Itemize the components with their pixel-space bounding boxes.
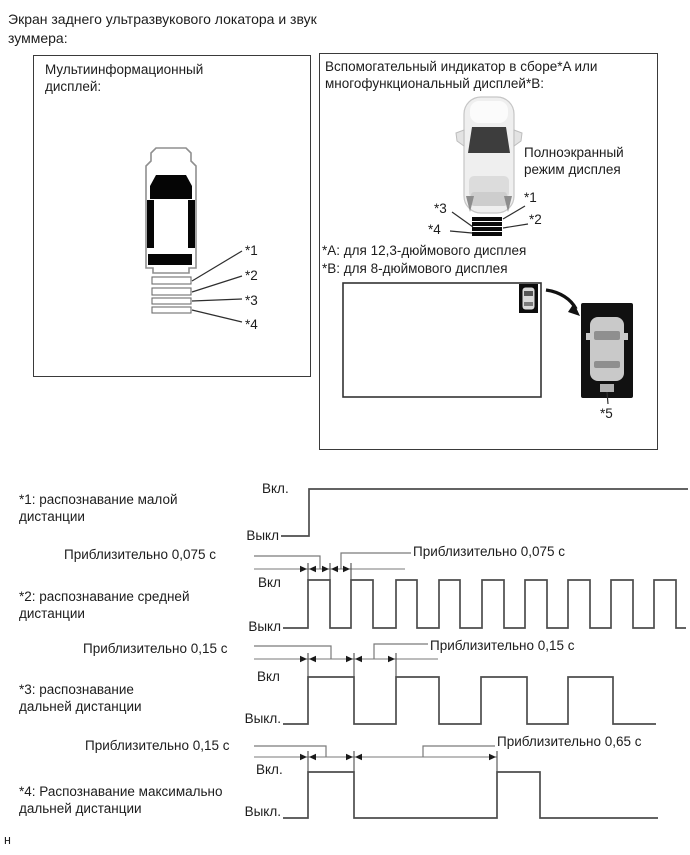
dimension-lines-1	[254, 552, 411, 580]
left-panel-box	[33, 55, 311, 377]
display-screen-frame	[342, 282, 542, 398]
timing-waveforms	[254, 488, 688, 819]
footnote-b: *B: для 8-дюймового дисплея	[322, 261, 508, 276]
annotation3-right: Приблизительно 0,65 с	[497, 734, 642, 749]
right-panel-box	[319, 53, 658, 450]
row4-on-label: Вкл.	[256, 762, 283, 777]
footer-character: н	[4, 833, 11, 847]
waveform-row1	[281, 488, 688, 537]
annotation1-left: Приблизительно 0,075 с	[64, 547, 217, 562]
row4-off-label: Выкл.	[244, 804, 281, 819]
timing-row1-label: *1: распознавание малой дистанции	[19, 492, 178, 524]
row2-on-label: Вкл	[258, 575, 281, 590]
car-rear-view-image	[455, 96, 523, 214]
callout-label-r4: *4	[428, 222, 441, 237]
callout-label-1: *1	[245, 243, 258, 258]
callout-label-r3: *3	[434, 201, 447, 216]
row3-off-label: Выкл.	[244, 711, 281, 726]
right-panel-title: Вспомогательный индикатор в сборе*A или …	[325, 59, 598, 91]
row3-on-label: Вкл	[257, 669, 280, 684]
timing-row4-label: *4: Распознавание максимально дальней ди…	[19, 784, 223, 816]
callout-label-r2: *2	[529, 212, 542, 227]
zoomed-indicator-view	[581, 303, 633, 405]
page-title: Экран заднего ультразвукового локатора и…	[8, 11, 317, 46]
timing-row3-label: *3: распознавание дальней дистанции	[19, 682, 142, 714]
left-panel-title: Мультиинформационный дисплей:	[45, 62, 204, 94]
callout-label-5: *5	[600, 406, 613, 421]
footnote-a: *A: для 12,3-дюймового дисплея	[322, 243, 527, 258]
fullscreen-mode-label: Полноэкранный режим дисплея	[524, 145, 624, 177]
row1-on-label: Вкл.	[262, 481, 289, 496]
row2-off-label: Выкл	[248, 619, 281, 634]
annotation2-right: Приблизительно 0,15 с	[430, 638, 575, 653]
waveform-row3	[283, 676, 656, 725]
annotation2-left: Приблизительно 0,15 с	[83, 641, 228, 656]
mini-indicator-thumbnail	[519, 284, 538, 313]
annotation1-right: Приблизительно 0,075 с	[413, 544, 566, 559]
leader-lines-left	[191, 250, 243, 323]
callout-label-3: *3	[245, 293, 258, 308]
row1-off-label: Выкл	[246, 528, 279, 543]
callout-label-4: *4	[245, 317, 258, 332]
zoom-arrow-icon	[545, 288, 580, 316]
waveform-row2	[283, 579, 686, 629]
distance-bars-left	[151, 276, 192, 314]
callout-label-2: *2	[245, 268, 258, 283]
car-top-view-icon	[145, 147, 197, 274]
waveform-row4	[283, 771, 658, 819]
timing-row2-label: *2: распознавание средней дистанции	[19, 589, 190, 621]
leader-lines-right	[449, 205, 529, 234]
callout-label-r1: *1	[524, 190, 537, 205]
annotation3-left: Приблизительно 0,15 с	[85, 738, 230, 753]
distance-bars-right	[472, 217, 502, 236]
dimension-lines-3	[254, 745, 498, 772]
dimension-lines-2	[254, 643, 438, 677]
